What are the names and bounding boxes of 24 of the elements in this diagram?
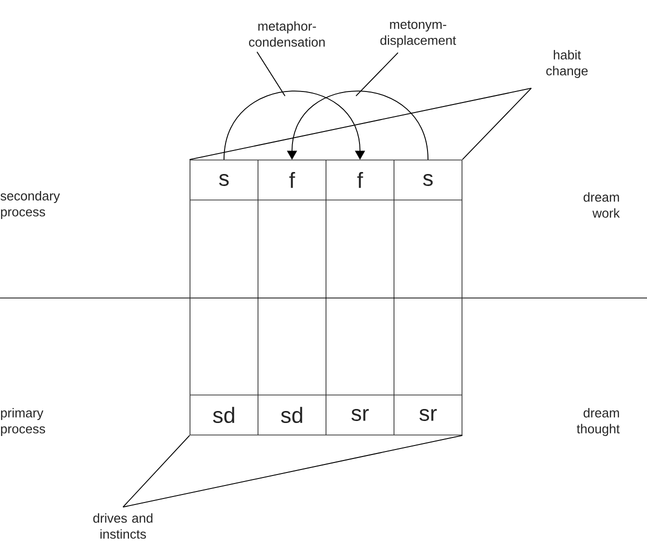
side-label: secondary process	[0, 190, 60, 219]
grid-cell: sd	[281, 406, 302, 424]
annotation-label: habit change	[546, 50, 588, 78]
arc-arrow	[224, 90, 366, 160]
annotation-label: metonym-displacement	[380, 20, 456, 48]
leader-line	[356, 52, 398, 96]
side-label: dream work	[584, 192, 620, 218]
side-label: primary process	[1, 408, 46, 436]
leader-line	[462, 88, 532, 160]
grid-cell: sr	[419, 408, 437, 421]
grid-cell: sr	[351, 408, 369, 421]
grid-cell: sd	[213, 406, 234, 424]
grid-box	[190, 160, 462, 436]
grid-cell: f	[289, 172, 296, 188]
grid-cell: s	[219, 174, 229, 186]
leader-line	[189, 88, 532, 160]
side-label: dream thought	[576, 408, 620, 436]
annotation-label: metaphor-condensation	[249, 21, 325, 47]
annotation-label: drives and instincts	[93, 513, 152, 539]
grid-cell: s	[423, 174, 433, 186]
grid-cell: f	[357, 172, 364, 188]
leader-line	[122, 434, 190, 508]
leader-line	[256, 51, 286, 96]
leader-line	[122, 434, 463, 508]
